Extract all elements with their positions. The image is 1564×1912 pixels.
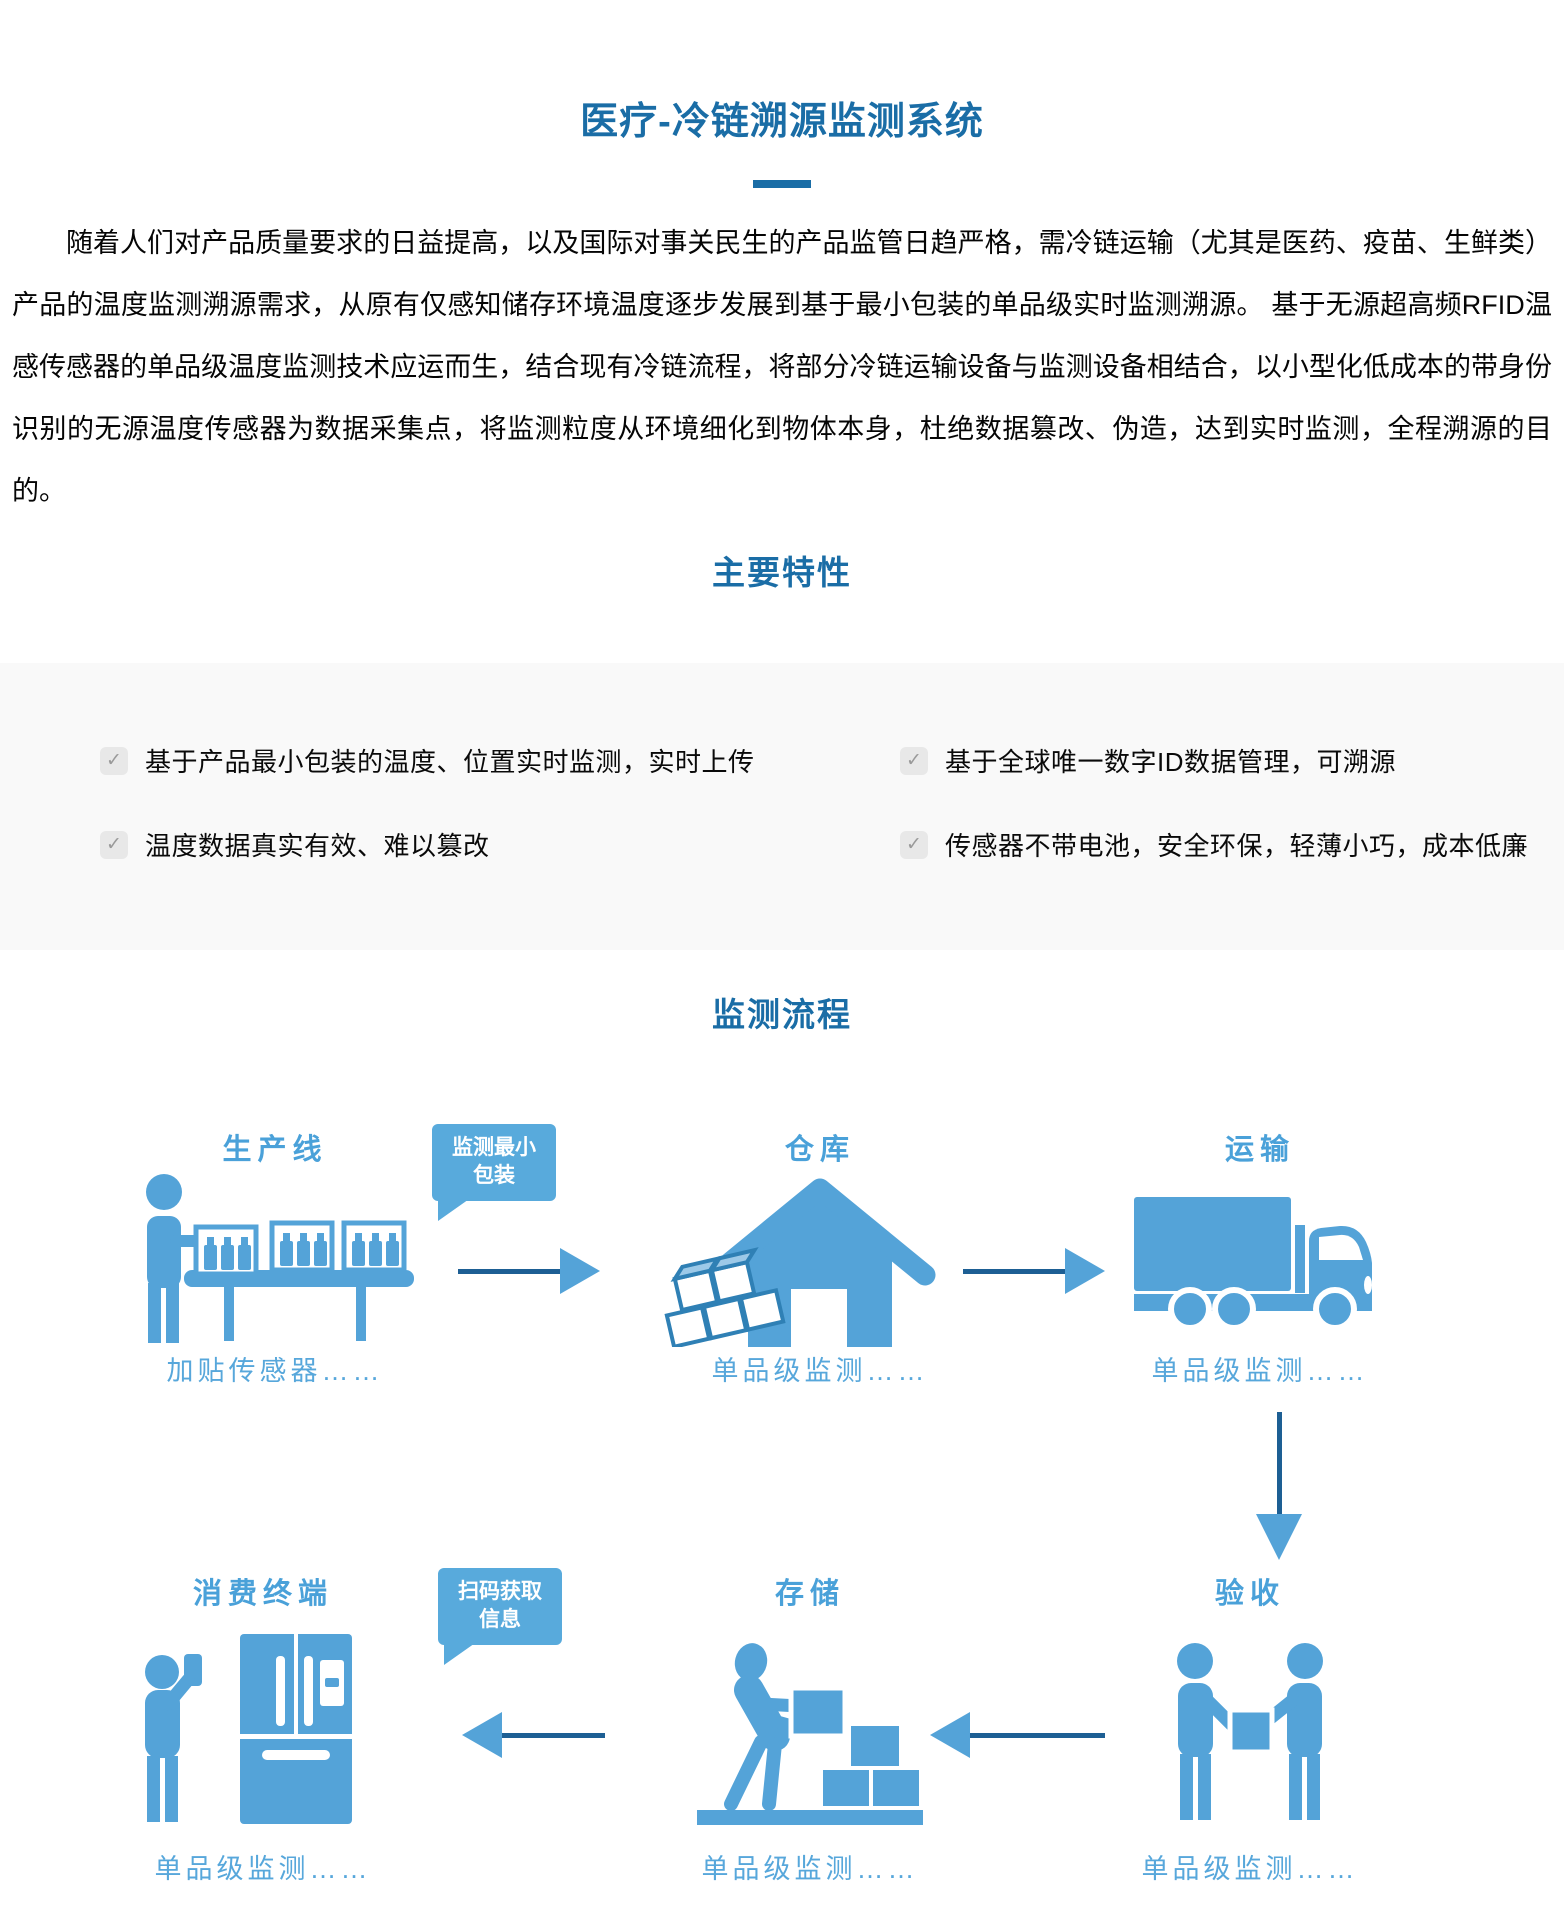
features-heading: 主要特性 — [712, 554, 852, 591]
intro-paragraph: 随着人们对产品质量要求的日益提高，以及国际对事关民生的产品监管日趋严格，需冷链运… — [12, 228, 1552, 506]
step-production: 生产线 — [110, 1126, 440, 1388]
check-icon: ✓ — [900, 746, 928, 775]
feature-item: ✓ 基于全球唯一数字ID数据管理，可溯源 — [900, 742, 1396, 779]
speech-bubble-scan-qr: 扫码获取信息 — [438, 1568, 562, 1665]
arrow-line — [502, 1732, 605, 1738]
page-title: 医疗-冷链溯源监测系统 — [580, 101, 984, 143]
arrow-line — [1276, 1412, 1282, 1514]
feature-text: 基于全球唯一数字ID数据管理，可溯源 — [945, 747, 1397, 777]
arrow-transport-to-receiving-icon — [1256, 1412, 1302, 1560]
person-conveyor-icon — [120, 1171, 430, 1347]
title-divider — [753, 180, 811, 188]
feature-text: 传感器不带电池，安全环保，轻薄小巧，成本低廉 — [945, 831, 1529, 861]
arrow-line — [970, 1732, 1105, 1738]
feature-text: 基于产品最小包装的温度、位置实时监测，实时上传 — [145, 747, 755, 777]
arrow-head-left-icon — [930, 1712, 970, 1758]
step-warehouse: 仓库 单品级监测…… — [645, 1126, 995, 1388]
feature-item: ✓ 温度数据真实有效、难以篡改 — [100, 826, 490, 863]
arrow-line — [963, 1268, 1065, 1274]
step-transport: 运输 单品级监测…… — [1090, 1126, 1430, 1388]
step-title: 存储 — [774, 1578, 845, 1610]
arrow-warehouse-to-transport-icon — [963, 1248, 1105, 1294]
arrow-head-right-icon — [1065, 1248, 1105, 1294]
step-receiving: 验收 单品级监测…… — [1082, 1570, 1418, 1886]
feature-text: 温度数据真实有效、难以篡改 — [145, 831, 490, 861]
arrow-head-down-icon — [1256, 1514, 1302, 1560]
feature-item: ✓ 传感器不带电池，安全环保，轻薄小巧，成本低廉 — [900, 826, 1528, 863]
arrow-storage-to-consumer-icon — [462, 1712, 605, 1758]
arrow-head-left-icon — [462, 1712, 502, 1758]
step-caption: 单品级监测…… — [154, 1854, 372, 1884]
step-caption: 单品级监测…… — [1151, 1356, 1369, 1386]
arrow-production-to-warehouse-icon — [458, 1248, 600, 1294]
arrow-receiving-to-storage-icon — [930, 1712, 1105, 1758]
feature-item: ✓ 基于产品最小包装的温度、位置实时监测，实时上传 — [100, 742, 755, 779]
step-storage: 存储 — [640, 1570, 980, 1886]
process-heading: 监测流程 — [712, 996, 852, 1033]
person-fridge-icon — [128, 1630, 398, 1830]
step-caption: 单品级监测…… — [701, 1854, 919, 1884]
step-caption: 加贴传感器…… — [166, 1356, 384, 1386]
stacking-boxes-icon — [695, 1632, 925, 1828]
arrow-line — [458, 1268, 560, 1274]
step-caption: 单品级监测…… — [1141, 1854, 1359, 1884]
step-title: 验收 — [1214, 1578, 1285, 1610]
handover-icon — [1145, 1636, 1355, 1824]
check-icon: ✓ — [900, 830, 928, 859]
features-section — [0, 663, 1564, 950]
speech-bubble-monitor-smallest-package: 监测最小包装 — [432, 1124, 556, 1221]
step-title: 仓库 — [784, 1134, 855, 1166]
check-icon: ✓ — [100, 746, 128, 775]
step-title: 生产线 — [222, 1134, 328, 1166]
warehouse-icon — [655, 1171, 985, 1349]
step-consumer: 消费终端 单品级监测…… — [88, 1570, 438, 1886]
truck-icon — [1132, 1185, 1388, 1333]
step-title: 运输 — [1224, 1134, 1295, 1166]
step-caption: 单品级监测…… — [711, 1356, 929, 1386]
arrow-head-right-icon — [560, 1248, 600, 1294]
check-icon: ✓ — [100, 830, 128, 859]
step-title: 消费终端 — [192, 1578, 333, 1610]
